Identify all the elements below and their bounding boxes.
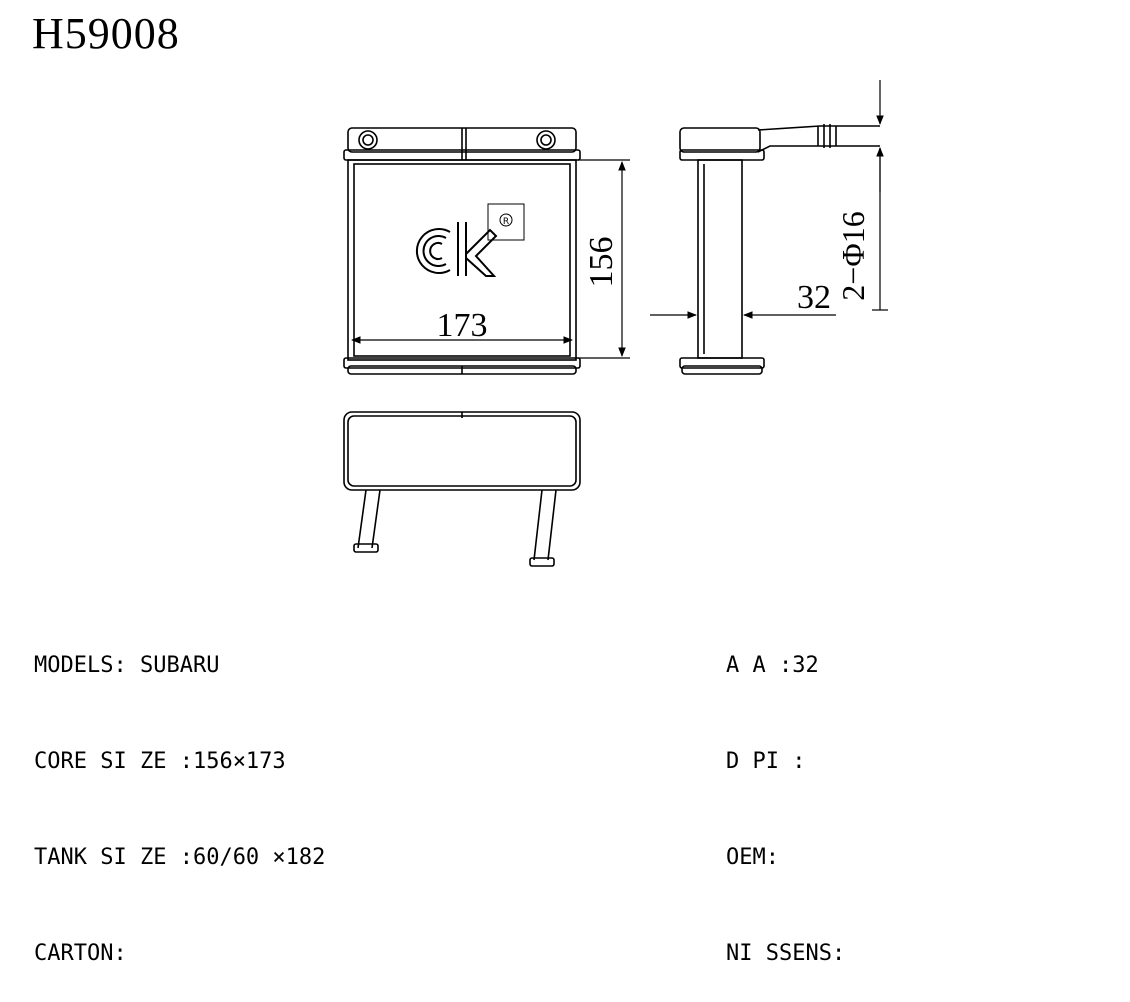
spec-oem: OEM: (726, 845, 779, 870)
bottom-view (343, 411, 581, 567)
height-dimension (578, 159, 630, 359)
heater-core-drawing: R 173 156 32 2−Φ16 (343, 80, 888, 567)
spec-tank-size: TANK SI ZE :60/60 ×182 (34, 845, 326, 870)
spec-carton: CARTON: (34, 941, 127, 966)
spec-list-right: A A :32 D PI : OEM: NI SSENS: (726, 586, 845, 1002)
ck-logo-icon: R (415, 203, 525, 277)
registered-mark-icon (487, 203, 525, 241)
inlet-port-icon (358, 130, 378, 150)
spec-list-left: MODELS: SUBARU CORE SI ZE :156×173 TANK … (34, 586, 325, 1002)
part-number-title: H59008 (32, 9, 180, 58)
pipe-dimension (872, 80, 888, 311)
spec-nissens: NI SSENS: (726, 941, 846, 966)
spec-dpi: D PI : (726, 749, 806, 774)
front-view: R (343, 127, 581, 375)
pipe-value: 2−Φ16 (835, 211, 871, 300)
spec-aa: A A :32 (726, 653, 819, 678)
height-value: 156 (583, 237, 620, 288)
spec-models: MODELS: SUBARU (34, 653, 220, 678)
side-view (679, 124, 880, 375)
spec-core-size: CORE SI ZE :156×173 (34, 749, 286, 774)
svg-text:R: R (503, 217, 509, 227)
outlet-port-icon (536, 130, 556, 150)
width-value: 173 (437, 307, 488, 344)
depth-value: 32 (797, 279, 831, 316)
